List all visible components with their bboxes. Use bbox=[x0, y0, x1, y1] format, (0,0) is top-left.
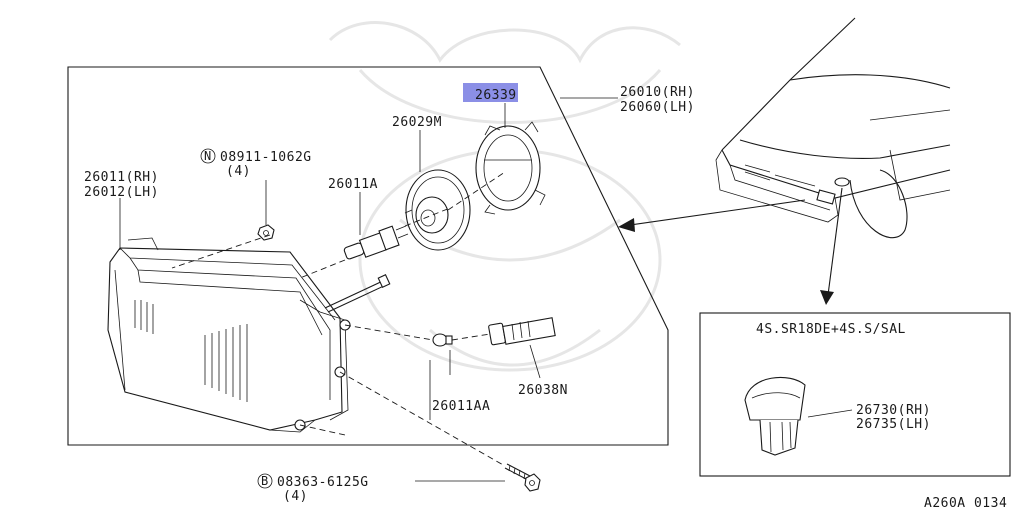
inset-title: 4S.SR18DE+4S.S/SAL bbox=[756, 322, 906, 337]
bulb-cover-icon bbox=[404, 169, 471, 251]
label-26730[interactable]: 26730(RH) bbox=[856, 403, 931, 418]
label-26029M[interactable]: 26029M bbox=[392, 115, 442, 130]
label-08363-qty: (4) bbox=[283, 489, 308, 504]
drawing-code: A260A 0134 bbox=[924, 496, 1007, 511]
small-bulb-icon bbox=[432, 333, 453, 347]
label-26038N[interactable]: 26038N bbox=[518, 383, 568, 398]
symbol-n: N bbox=[200, 148, 216, 164]
main-frame bbox=[67, 66, 669, 446]
svg-text:B: B bbox=[261, 474, 268, 488]
headlamp-assembly-icon bbox=[107, 237, 391, 433]
label-26011[interactable]: 26011(RH) bbox=[84, 170, 159, 185]
assembly-dashed-lines bbox=[171, 171, 506, 467]
label-26060[interactable]: 26060(LH) bbox=[620, 100, 695, 115]
label-26735[interactable]: 26735(LH) bbox=[856, 417, 931, 432]
label-26012[interactable]: 26012(LH) bbox=[84, 185, 159, 200]
symbol-b: B bbox=[257, 473, 273, 489]
screw-icon bbox=[504, 463, 541, 492]
inset-frame bbox=[699, 312, 1011, 477]
label-26011AA[interactable]: 26011AA bbox=[432, 399, 490, 414]
label-08911-qty: (4) bbox=[226, 164, 251, 179]
label-26010[interactable]: 26010(RH) bbox=[620, 85, 695, 100]
svg-text:N: N bbox=[204, 149, 211, 163]
watermark-logo bbox=[328, 21, 681, 372]
nut-icon bbox=[257, 224, 275, 241]
arrow-to-headlamp bbox=[618, 199, 806, 232]
highlight-26339 bbox=[463, 83, 518, 102]
label-08363[interactable]: 08363-6125G bbox=[277, 475, 369, 490]
bulb-icon bbox=[343, 225, 409, 260]
side-socket-icon bbox=[488, 317, 556, 346]
label-08911[interactable]: 08911-1062G bbox=[220, 150, 312, 165]
label-26339[interactable]: 26339 bbox=[475, 88, 517, 103]
socket-icon bbox=[475, 121, 546, 215]
label-26011A[interactable]: 26011A bbox=[328, 177, 378, 192]
car-front-icon bbox=[715, 17, 951, 239]
leader-lines bbox=[119, 97, 618, 482]
side-marker-lamp-icon bbox=[744, 376, 806, 456]
arrow-to-inset bbox=[820, 187, 843, 305]
